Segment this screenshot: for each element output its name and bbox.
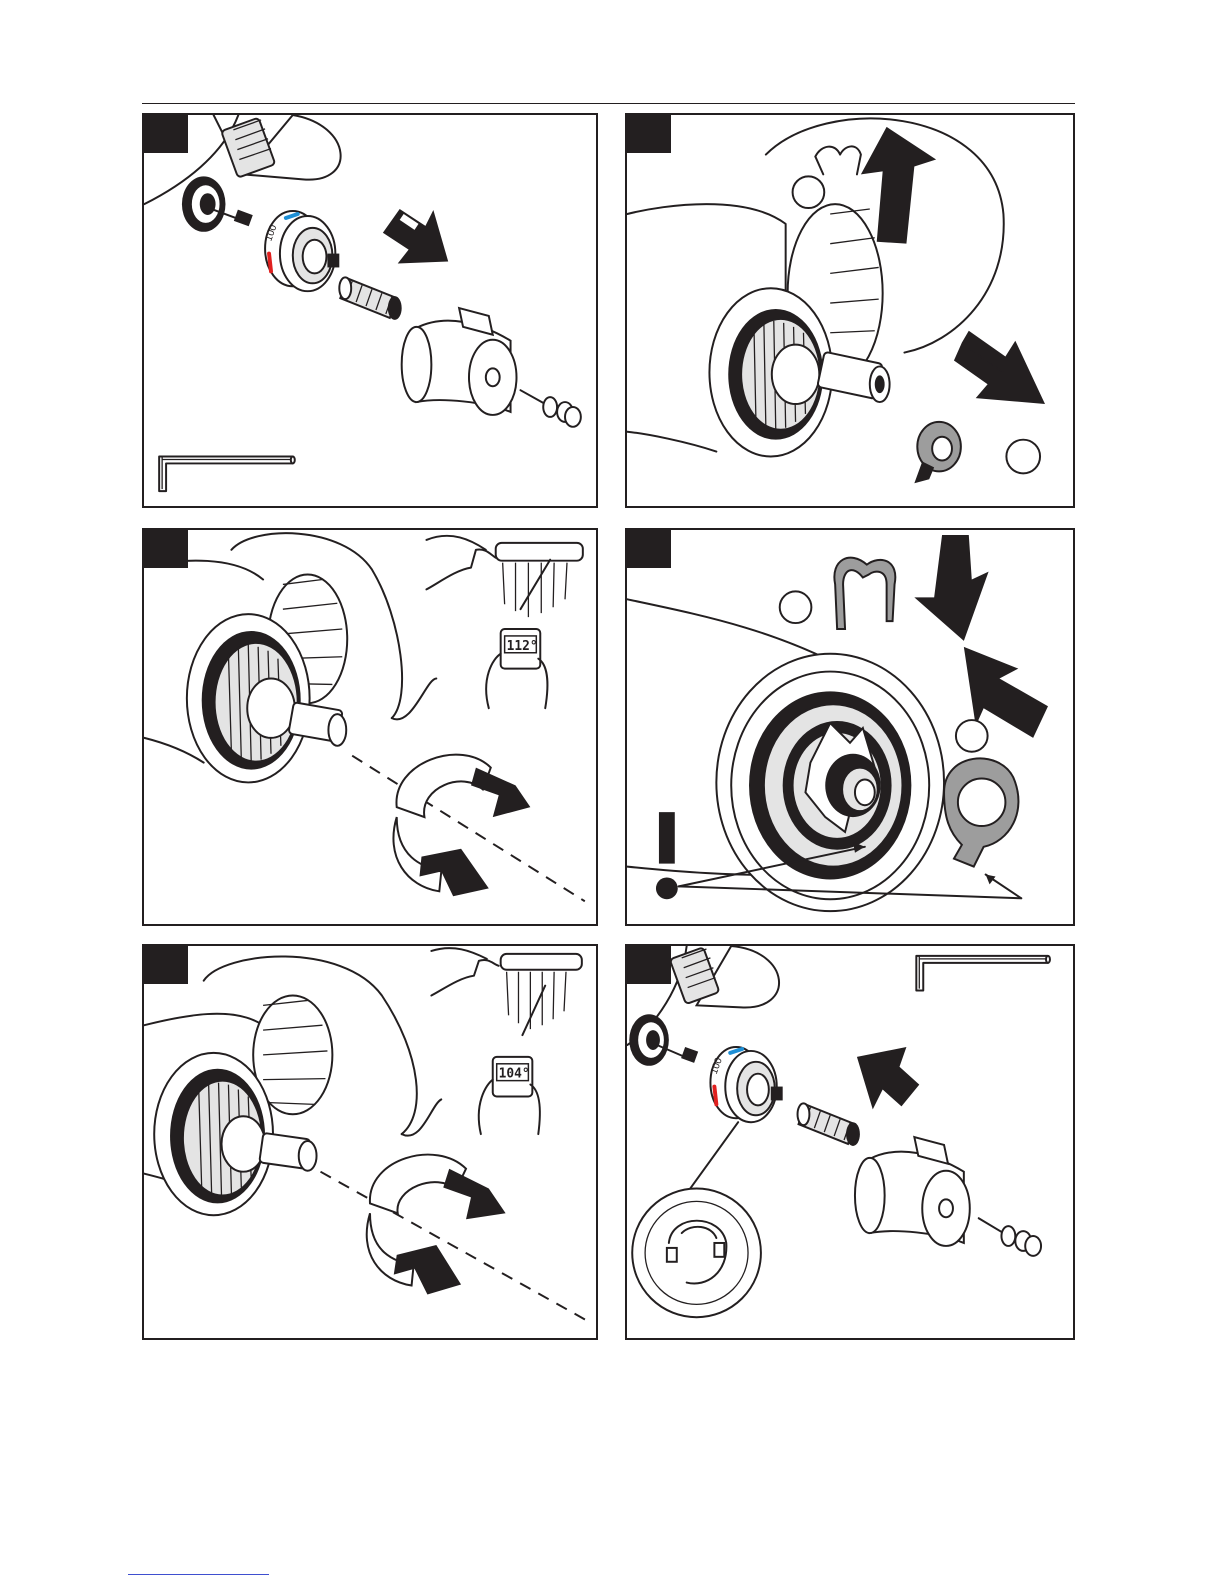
hand-shower-icon: [431, 948, 581, 1029]
callout-circle-b: [1006, 440, 1040, 474]
retaining-clip: [834, 558, 895, 629]
step-1-illustration: 100: [144, 115, 596, 506]
thermometer-readout: 112°: [507, 639, 538, 654]
set-screw: [979, 1218, 1041, 1256]
direction-arrow-icon: [914, 535, 988, 641]
step-5-number-tab: [144, 946, 188, 984]
step-6-illustration: 100: [627, 946, 1073, 1338]
digital-thermometer-icon: 112°: [486, 560, 550, 708]
spline-adapter: [798, 1103, 860, 1146]
retaining-clip: [815, 146, 861, 174]
step-3-panel: 112°: [142, 528, 598, 926]
direction-arrow-icon: [954, 331, 1045, 404]
hand-shower-icon: [426, 536, 582, 617]
cartridge-face: [716, 654, 944, 911]
step-4-illustration: [627, 530, 1073, 924]
digital-thermometer-icon: 104°: [479, 986, 545, 1134]
direction-arrow-icon: [857, 1047, 919, 1109]
temperature-ring: 100: [709, 1047, 783, 1122]
step-2-illustration: [627, 115, 1073, 506]
step-6-panel: 100: [625, 944, 1075, 1340]
exclamation-icon: [656, 812, 678, 899]
rotation-arrow-icon: [367, 1155, 506, 1295]
handle-cover: [402, 308, 517, 415]
spline-adapter: [339, 277, 401, 320]
direction-arrow-icon: [861, 127, 936, 244]
step-4-number-tab: [627, 530, 671, 568]
allen-key-icon: [159, 457, 295, 492]
header-rule: [142, 103, 1075, 104]
ring-detail-magnifier: [632, 1189, 761, 1318]
step-3-illustration: 112°: [144, 530, 596, 924]
callout-circle-a: [780, 591, 812, 623]
allen-key-icon: [916, 956, 1050, 991]
temperature-ring: 100: [263, 211, 339, 291]
step-3-number-tab: [144, 530, 188, 568]
direction-arrow-icon: [383, 209, 448, 263]
step-2-number-tab: [627, 115, 671, 153]
step-5-illustration: 104°: [144, 946, 596, 1338]
stop-washer: [914, 422, 961, 483]
step-5-panel: 104°: [142, 944, 598, 1340]
valve-nut: [670, 947, 720, 1004]
hot-mark: [714, 1087, 716, 1105]
footer-link-underline[interactable]: [128, 1574, 269, 1575]
step-1-panel: 100: [142, 113, 598, 508]
step-6-number-tab: [627, 946, 671, 984]
hot-mark: [269, 254, 271, 272]
handle-cover: [855, 1137, 970, 1246]
callout-circle-a: [793, 176, 825, 208]
thermometer-readout: 104°: [499, 1067, 530, 1082]
set-screw: [520, 390, 580, 427]
callout-circle-b: [956, 720, 988, 752]
step-2-panel: [625, 113, 1075, 508]
stop-washer: [944, 758, 1018, 866]
step-4-panel: [625, 528, 1075, 926]
step-1-number-tab: [144, 115, 188, 153]
